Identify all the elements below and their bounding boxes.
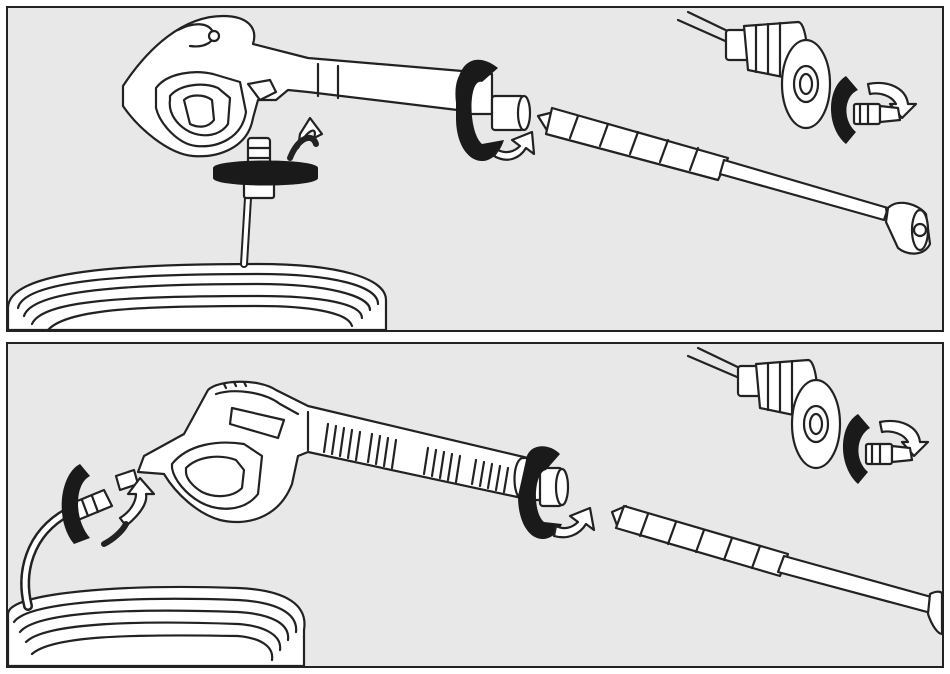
lance bbox=[538, 108, 930, 254]
nozzle-cap bbox=[688, 348, 840, 468]
nozzle bbox=[866, 444, 912, 464]
step-panel-1 bbox=[6, 6, 944, 332]
assembly-diagram-2 bbox=[8, 344, 942, 666]
lance bbox=[612, 506, 942, 634]
spray-gun bbox=[138, 382, 528, 522]
nozzle bbox=[854, 104, 900, 124]
nozzle-cap bbox=[678, 12, 830, 128]
spray-gun bbox=[123, 16, 474, 156]
hose-coil bbox=[8, 198, 386, 330]
step-panel-2 bbox=[6, 342, 944, 668]
assembly-diagram-1 bbox=[8, 8, 942, 330]
hose-coil bbox=[8, 512, 304, 666]
